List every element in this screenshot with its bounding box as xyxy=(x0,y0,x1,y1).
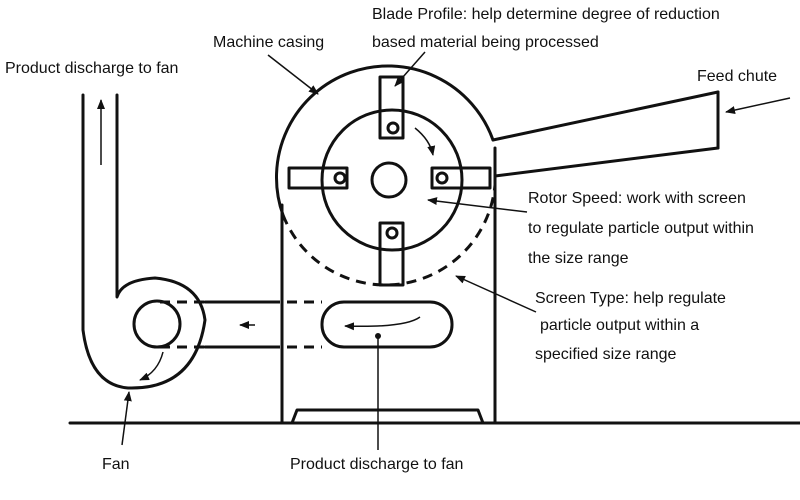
feed-chute-label: Feed chute xyxy=(697,68,777,85)
blade-right xyxy=(430,166,492,190)
product-discharge-top-label: Product discharge to fan xyxy=(5,60,178,77)
blade-bottom xyxy=(378,221,405,287)
rotor-speed-label-2: to regulate particle output within xyxy=(528,220,754,237)
blade-profile-label-1: Blade Profile: help determine degree of … xyxy=(372,6,720,23)
screen-type-label-3: specified size range xyxy=(535,346,677,363)
rotor xyxy=(287,75,492,287)
blade-left xyxy=(287,166,349,190)
machine-casing-label: Machine casing xyxy=(213,34,324,51)
fan xyxy=(81,93,207,390)
rotation-arrow xyxy=(414,127,436,156)
rotor-speed-label-1: Rotor Speed: work with screen xyxy=(528,190,746,207)
rotor-hub xyxy=(370,161,408,199)
screen-type-label-2: particle output within a xyxy=(540,317,699,334)
base-foot xyxy=(290,408,485,425)
blade-top xyxy=(378,75,405,140)
machine-casing xyxy=(275,64,497,425)
screen-type-label-1: Screen Type: help regulate xyxy=(535,290,726,307)
feed-chute xyxy=(491,90,720,178)
product-discharge-bottom-label: Product discharge to fan xyxy=(290,456,463,473)
leader-lines xyxy=(121,51,791,450)
fan-label: Fan xyxy=(102,456,130,473)
rotor-speed-label-3: the size range xyxy=(528,250,629,267)
blade-profile-label-2: based material being processed xyxy=(372,34,599,51)
